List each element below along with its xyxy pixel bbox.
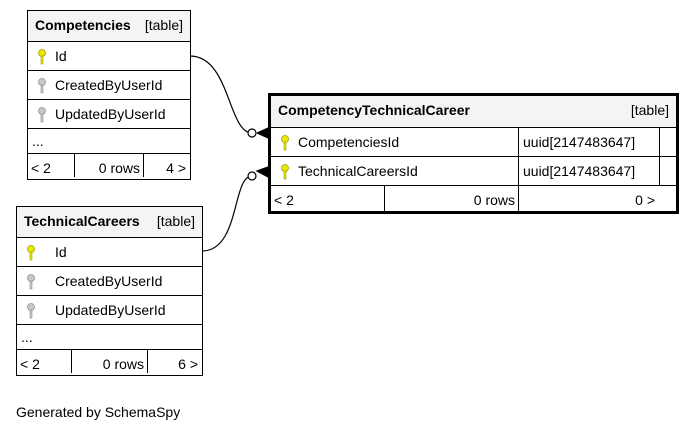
footer-prev[interactable]: < 2 (20, 356, 40, 372)
column-row-id[interactable]: Id (17, 238, 202, 267)
primary-key-icon (281, 135, 289, 151)
edge-technicalcareers-optional-marker (247, 171, 257, 181)
generated-by-text: Generated by SchemaSpy (16, 404, 181, 420)
footer-next[interactable]: 0 > (518, 186, 659, 211)
table-kind: [table] (630, 102, 669, 118)
table-technicalcareers[interactable]: TechnicalCareers [table] Id CreatedByUse… (16, 206, 203, 376)
edge-competencies (189, 55, 253, 134)
foreign-key-icon (27, 303, 35, 319)
column-name: Id (55, 48, 67, 64)
column-type: uuid[2147483647] (518, 157, 659, 185)
footer-rows: 0 rows (384, 186, 518, 211)
column-name: UpdatedByUserId (55, 302, 166, 318)
footer-prev[interactable]: < 2 (31, 160, 51, 176)
table-footer: < 2 0 rows 6 > (17, 350, 202, 373)
more-columns-row: ... (17, 325, 202, 350)
table-name: Competencies (35, 17, 131, 33)
column-row-id[interactable]: Id (28, 42, 190, 71)
column-row-updatedbyuserid[interactable]: UpdatedByUserId (28, 100, 190, 129)
column-name: CompetenciesId (298, 134, 400, 150)
column-name: CreatedByUserId (55, 273, 163, 289)
column-name: TechnicalCareersId (298, 163, 418, 179)
edge-competencies-crowfoot (256, 127, 269, 139)
column-row-updatedbyuserid[interactable]: UpdatedByUserId (17, 296, 202, 325)
column-row-createdbyuserid[interactable]: CreatedByUserId (28, 71, 190, 100)
table-name: CompetencyTechnicalCareer (278, 102, 470, 118)
foreign-key-icon (38, 78, 46, 94)
column-name: Id (55, 244, 67, 260)
table-name: TechnicalCareers (24, 213, 140, 229)
table-header: CompetencyTechnicalCareer [table] (271, 96, 676, 128)
column-name: UpdatedByUserId (55, 106, 166, 122)
table-kind: [table] (156, 213, 195, 229)
edge-technicalcareers-crowfoot (255, 166, 269, 179)
column-row-createdbyuserid[interactable]: CreatedByUserId (17, 267, 202, 296)
table-footer: < 2 0 rows 0 > (271, 186, 676, 211)
footer-next[interactable]: 6 > (147, 350, 202, 373)
primary-key-icon (27, 245, 35, 261)
table-competencytechnicalcareer[interactable]: CompetencyTechnicalCareer [table] Compet… (268, 93, 679, 214)
column-type: uuid[2147483647] (518, 128, 659, 156)
more-columns-row: ... (28, 129, 190, 154)
column-extra (659, 157, 676, 185)
table-kind: [table] (144, 17, 183, 33)
footer-prev[interactable]: < 2 (274, 192, 294, 208)
footer-next[interactable]: 4 > (143, 154, 190, 177)
footer-rows: 0 rows (71, 350, 147, 373)
column-name: CreatedByUserId (55, 77, 163, 93)
more-columns-ellipsis: ... (21, 329, 33, 345)
column-row-competenciesid[interactable]: CompetenciesId uuid[2147483647] (271, 128, 676, 157)
primary-key-icon (281, 164, 289, 180)
foreign-key-icon (38, 107, 46, 123)
column-extra (659, 128, 676, 156)
primary-key-icon (38, 49, 46, 65)
column-row-technicalcareersid[interactable]: TechnicalCareersId uuid[2147483647] (271, 157, 676, 186)
foreign-key-icon (27, 274, 35, 290)
table-footer: < 2 0 rows 4 > (28, 154, 190, 177)
table-header: Competencies [table] (28, 11, 190, 42)
edge-competencies-optional-marker (247, 128, 257, 138)
edge-technicalcareers (201, 175, 253, 252)
table-header: TechnicalCareers [table] (17, 207, 202, 238)
footer-rows: 0 rows (74, 154, 143, 177)
more-columns-ellipsis: ... (32, 133, 44, 149)
table-competencies[interactable]: Competencies [table] Id CreatedByUserId … (27, 10, 191, 180)
